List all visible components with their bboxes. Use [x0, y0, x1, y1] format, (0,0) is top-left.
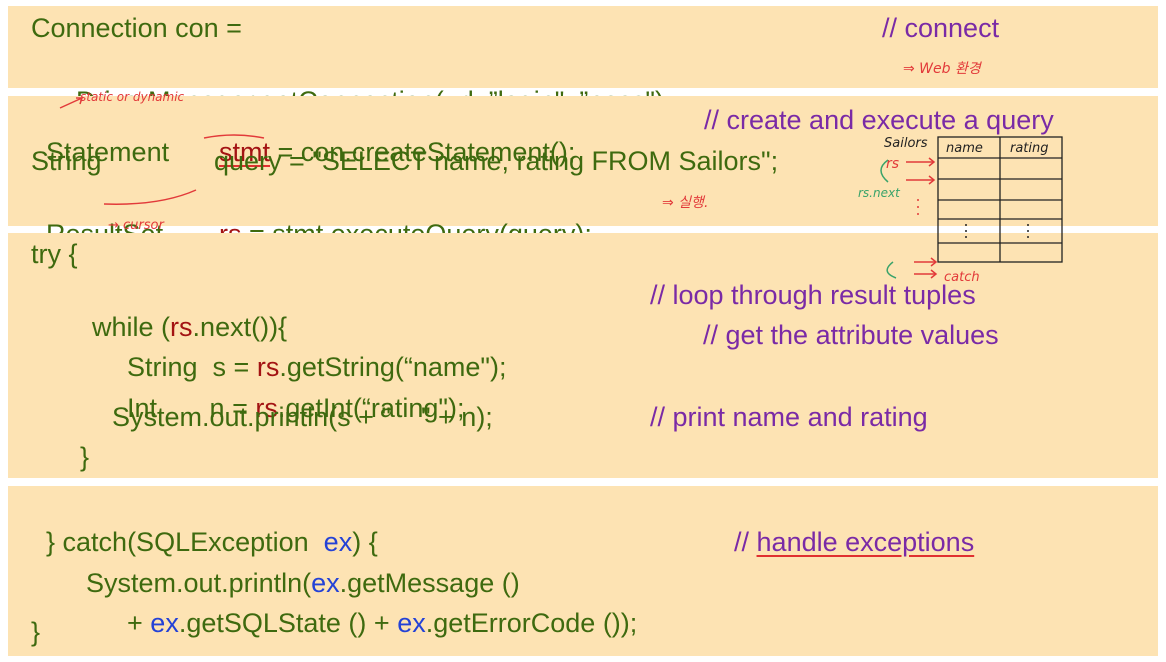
- code-line-while: while (rs.next()){: [77, 279, 287, 343]
- code-line-string-type: String: [31, 146, 102, 176]
- code-line-try: try {: [31, 239, 78, 269]
- catch-ex-var: ex: [323, 527, 353, 557]
- code-line-connection: Connection con =: [31, 13, 242, 43]
- code-block-connect: [8, 6, 1158, 88]
- comment-print: // print name and rating: [650, 402, 928, 432]
- println-prefix: System.out.println(: [86, 568, 312, 598]
- annotation-execute: ⇒ 실행.: [662, 195, 709, 211]
- get-string-rs-var: rs: [256, 352, 280, 382]
- comment-handle-exceptions: // handle exceptions: [719, 494, 974, 558]
- comment-create-execute: // create and execute a query: [704, 105, 1054, 135]
- comment-slash: //: [734, 527, 757, 557]
- while-keyword: while (: [92, 312, 171, 342]
- get-int-text: .getInt(“rating");: [277, 393, 465, 423]
- annotation-rs: rs: [886, 156, 900, 172]
- code-line-get-int: Int n = rs.getInt(“rating");: [112, 360, 465, 424]
- code-block-loop: [8, 233, 1158, 478]
- annotation-static-dynamic: static or dynamic: [80, 90, 185, 104]
- statement-type: Statement: [46, 137, 170, 167]
- comment-loop: // loop through result tuples: [650, 280, 976, 310]
- annotation-web-env: ⇒ Web 환경: [903, 61, 981, 77]
- get-error-code-text: .getErrorCode ());: [425, 608, 638, 638]
- while-rs-var: rs: [170, 312, 193, 342]
- stmt-var: stmt: [219, 137, 271, 167]
- code-line-sql-state: + ex.getSQLState () + ex.getErrorCode ()…: [112, 575, 637, 639]
- code-line-get-message: System.out.println(ex.getMessage (): [71, 535, 520, 599]
- comment-attribute-values: // get the attribute values: [703, 320, 999, 350]
- annotation-col-rating: rating: [1010, 141, 1049, 156]
- get-sql-state-text: .getSQLState () +: [178, 608, 398, 638]
- code-line-query: query = "SELECT name, rating FROM Sailor…: [214, 146, 779, 176]
- int-n-decl: Int n =: [127, 393, 256, 423]
- plus-text: +: [127, 608, 151, 638]
- code-line-statement-assign: stmt = con.createStatement();: [204, 104, 575, 168]
- handle-exceptions-text: handle exceptions: [756, 527, 975, 557]
- get-int-rs-var: rs: [255, 393, 278, 423]
- code-line-catch: } catch(SQLException ex) {: [31, 494, 378, 558]
- state-ex-var: ex: [150, 608, 179, 638]
- annotation-cursor: → cursor: [108, 218, 164, 233]
- get-message-text: .getMessage (): [339, 568, 520, 598]
- code-line-get-string: String s = rs.getString(“name");: [112, 319, 507, 383]
- catch-close-text: ) {: [352, 527, 378, 557]
- comment-connect: // connect: [882, 13, 1000, 43]
- annotation-rs-next: rs.next: [858, 186, 900, 200]
- while-next-text: .next()){: [192, 312, 288, 342]
- message-ex-var: ex: [311, 568, 340, 598]
- code-line-close-catch: }: [31, 617, 41, 647]
- annotation-catch: catch: [944, 270, 980, 285]
- string-s-decl: String s =: [127, 352, 257, 382]
- code-block-catch: [8, 486, 1158, 656]
- annotation-col-name: name: [946, 141, 983, 156]
- get-string-text: .getString(“name");: [279, 352, 507, 382]
- code-line-close-while: }: [80, 442, 90, 472]
- annotation-sailors: Sailors: [884, 136, 928, 151]
- code-line-println: System.out.println(s + " " + n);: [112, 402, 493, 432]
- code-line-statement: Statement: [31, 104, 169, 168]
- catch-open-text: } catch(SQLException: [46, 527, 324, 557]
- create-statement-text: = con.createStatement();: [270, 137, 576, 167]
- code-ex-var: ex: [397, 608, 426, 638]
